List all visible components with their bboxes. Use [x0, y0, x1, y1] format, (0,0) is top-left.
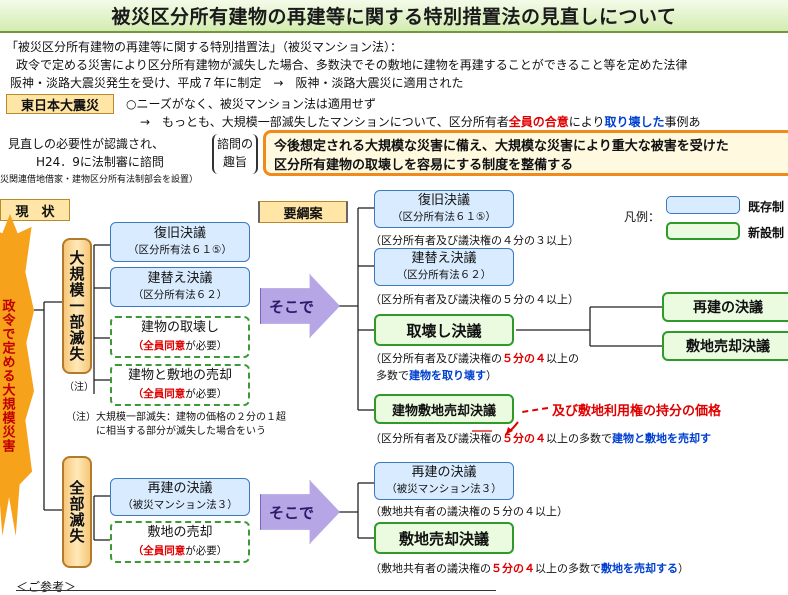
- proposal-demolition-note-2: 多数で建物を取り壊す）: [376, 369, 497, 382]
- current-note-2: に相当する部分が滅失した場合をいう: [96, 426, 266, 437]
- current-tag: 現 状: [0, 199, 70, 221]
- east-line-1: ○ニーズがなく、被災マンション法は適用せず: [126, 97, 376, 111]
- current-note-1: （注）大規模一部滅失：建物の価格の２分の１超: [66, 412, 286, 423]
- proposal-reconstruction-note: （敷地共有者の議決権の５分の４以上）: [370, 505, 568, 518]
- east-japan-tag: 東日本大震災: [6, 94, 114, 114]
- proposal-demolition-note: （区分所有者及び議決権の５分の４以上の: [370, 352, 579, 365]
- current-reconstruction-box: 再建の決議 （被災マンション法３）: [110, 478, 250, 516]
- purpose-box: 今後想定される大規模な災害に備え、大規模な災害により重大な被害を受けた 区分所有…: [263, 130, 788, 176]
- reference-divider: [16, 590, 496, 591]
- partial-note-mark: （注）: [64, 382, 94, 393]
- proposal-demolition-box: 取壊し決議: [374, 314, 514, 346]
- legend-new-swatch: [666, 222, 740, 240]
- proposal-sale-extra: 及び敷地利用権の持分の価格: [552, 404, 722, 419]
- intro-line-2: 政令で定める災害により区分所有建物が滅失した場合、多数決でその敷地に建物を再建す…: [16, 58, 688, 72]
- legend-existing-swatch: [666, 196, 740, 214]
- page-title: 被災区分所有建物の再建等に関する特別措置法の見直しについて: [0, 0, 788, 33]
- partial-destruction-tag: 大規模一部滅失: [62, 238, 92, 374]
- review-line-3: 災関連借地借家・建物区分所有法制部会を設置）: [0, 175, 199, 185]
- proposal-reconstruction-box: 再建の決議 （被災マンション法３）: [374, 462, 514, 500]
- proposal-building-site-sale-note: （区分所有者及び議決権の５分の４以上の多数で建物と敷地を売却す: [370, 432, 711, 445]
- intro-line-1: 「被災区分所有建物の再建等に関する特別措置法」（被災マンション法）：: [6, 40, 403, 54]
- proposal-restoration-note: （区分所有者及び議決権の４分の３以上）: [370, 234, 579, 247]
- seirei-label: 政令で定める大規模災害: [0, 299, 15, 453]
- legend-existing-label: 既存制: [748, 200, 785, 214]
- proposal-site-sale-box: 敷地売却決議: [374, 522, 514, 554]
- consultation-purpose-tag: 諮問の趣旨: [212, 134, 258, 174]
- intro-line-3: 阪神・淡路大震災発生を受け、平成７年に制定 → 阪神・淡路大震災に適用された: [10, 76, 464, 90]
- east-line-2: → もっとも、大規模一部滅失したマンションについて、区分所有者全員の合意により取…: [140, 115, 701, 129]
- legend-new-label: 新設制: [748, 226, 785, 240]
- proposal-site-sale-note: （敷地共有者の議決権の５分の４以上の多数で敷地を売却する）: [370, 562, 689, 575]
- review-line-2: H24．9に法制審に諮問: [36, 155, 164, 169]
- review-line-1: 見直しの必要性が認識され、: [8, 137, 165, 151]
- current-demolition-box: 建物の取壊し （全員同意が必要）: [110, 316, 250, 358]
- current-rebuild-box: 建替え決議 （区分所有法６２）: [110, 267, 250, 307]
- total-destruction-tag: 全部滅失: [62, 456, 92, 568]
- proposal-building-site-sale-box: 建物敷地売却決議: [374, 394, 514, 424]
- result-site-sale-box: 敷地売却決議: [662, 331, 788, 361]
- current-restoration-box: 復旧決議 （区分所有法６１⑤）: [110, 222, 250, 262]
- current-sale-box: 建物と敷地の売却 （全員同意が必要）: [110, 364, 250, 406]
- proposal-rebuild-box: 建替え決議 （区分所有法６２）: [374, 248, 514, 286]
- proposal-tag: 要綱案: [258, 201, 348, 223]
- legend-label: 凡例：: [624, 210, 661, 224]
- result-reconstruction-box: 再建の決議: [662, 292, 788, 322]
- reference-label: ＜ご参考＞: [16, 580, 77, 594]
- current-site-sale-box: 敷地の売却 （全員同意が必要）: [110, 521, 250, 563]
- proposal-rebuild-note: （区分所有者及び議決権の５分の４以上）: [370, 293, 579, 306]
- proposal-restoration-box: 復旧決議 （区分所有法６１⑤）: [374, 190, 514, 228]
